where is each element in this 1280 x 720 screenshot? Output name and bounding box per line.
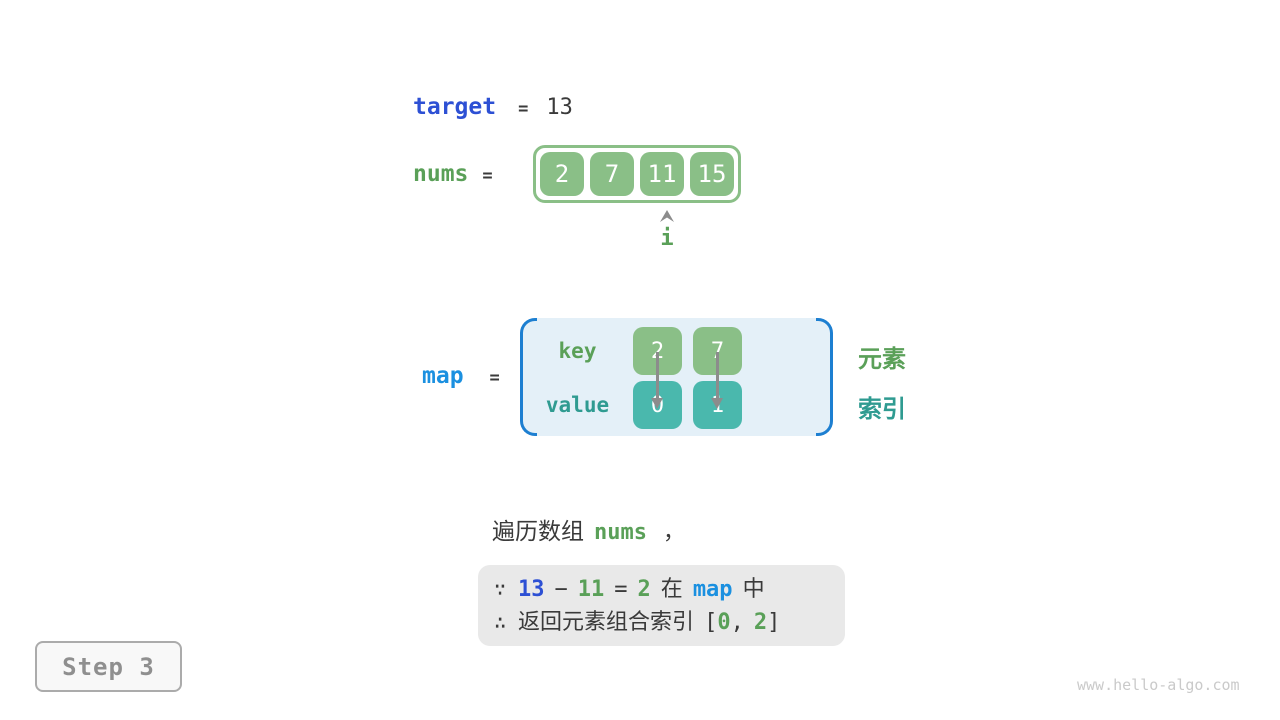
caption-comma: ， (662, 520, 685, 545)
note-map-word: map (692, 577, 733, 602)
target-keyword: target (413, 94, 497, 120)
note-current-value: 11 (577, 577, 605, 602)
nums-keyword: nums (413, 161, 469, 187)
minus-sign: − (554, 577, 568, 602)
arrow-down-icon (711, 352, 724, 412)
note-line-1: ∵ 13 − 11 = 2 在 map 中 (494, 573, 829, 606)
nums-array-cell: 15 (690, 152, 734, 196)
result-index-2: 2 (753, 610, 768, 635)
map-right-bracket (816, 318, 833, 436)
note-equals-sign: = (614, 577, 628, 602)
target-assignment: target = 13 (413, 94, 573, 120)
nums-array-cell: 2 (540, 152, 584, 196)
map-equals-sign: = (489, 368, 500, 388)
caption-line: 遍历数组 nums ， (492, 512, 685, 546)
caption-code-nums: nums (594, 520, 647, 545)
map-key-cell: 2 (633, 327, 682, 375)
index-pointer-label: i (660, 226, 674, 251)
caption-prefix: 遍历数组 (492, 519, 584, 545)
conclusion-note: ∵ 13 − 11 = 2 在 map 中 ∴ 返回元素组合索引 [ 0 , 2… (478, 565, 845, 646)
map-key-row-label: key (558, 339, 597, 363)
therefore-sign: ∴ (494, 610, 507, 634)
arrow-up-icon (660, 210, 674, 222)
result-index-1: 0 (717, 610, 731, 635)
map-value-row-label: value (545, 393, 610, 417)
side-label-element: 元素 (858, 345, 906, 373)
map-left-bracket (520, 318, 537, 436)
side-label-index: 索引 (858, 395, 906, 423)
close-bracket: ] (767, 610, 781, 635)
note-line-2: ∴ 返回元素组合索引 [ 0 , 2 ] (494, 606, 829, 639)
open-bracket: [ (704, 610, 718, 635)
arrow-down-icon (651, 352, 664, 412)
target-equals-sign: = (518, 99, 529, 119)
result-comma: , (730, 610, 744, 635)
note-target-value: 13 (518, 577, 545, 602)
because-sign: ∵ (494, 577, 507, 601)
nums-array-cell: 7 (590, 152, 634, 196)
map-key-cell: 7 (693, 327, 742, 375)
map-keyword: map (422, 363, 464, 389)
note-in-word: 在 (660, 577, 683, 602)
nums-equals-sign: = (482, 166, 493, 186)
watermark: www.hello-algo.com (1077, 676, 1240, 694)
map-container: key value 2 7 0 1 (520, 318, 833, 436)
note-diff-value: 2 (637, 577, 651, 602)
index-pointer: i (647, 210, 687, 251)
note-tail-word: 中 (742, 577, 765, 602)
nums-array: 2 7 11 15 (533, 145, 741, 203)
target-value: 13 (546, 95, 573, 120)
note-result-text: 返回元素组合索引 (518, 610, 695, 635)
step-badge: Step 3 (35, 641, 182, 692)
nums-array-cell: 11 (640, 152, 684, 196)
nums-assignment: nums = (413, 161, 493, 187)
map-assignment: map = (422, 363, 500, 389)
